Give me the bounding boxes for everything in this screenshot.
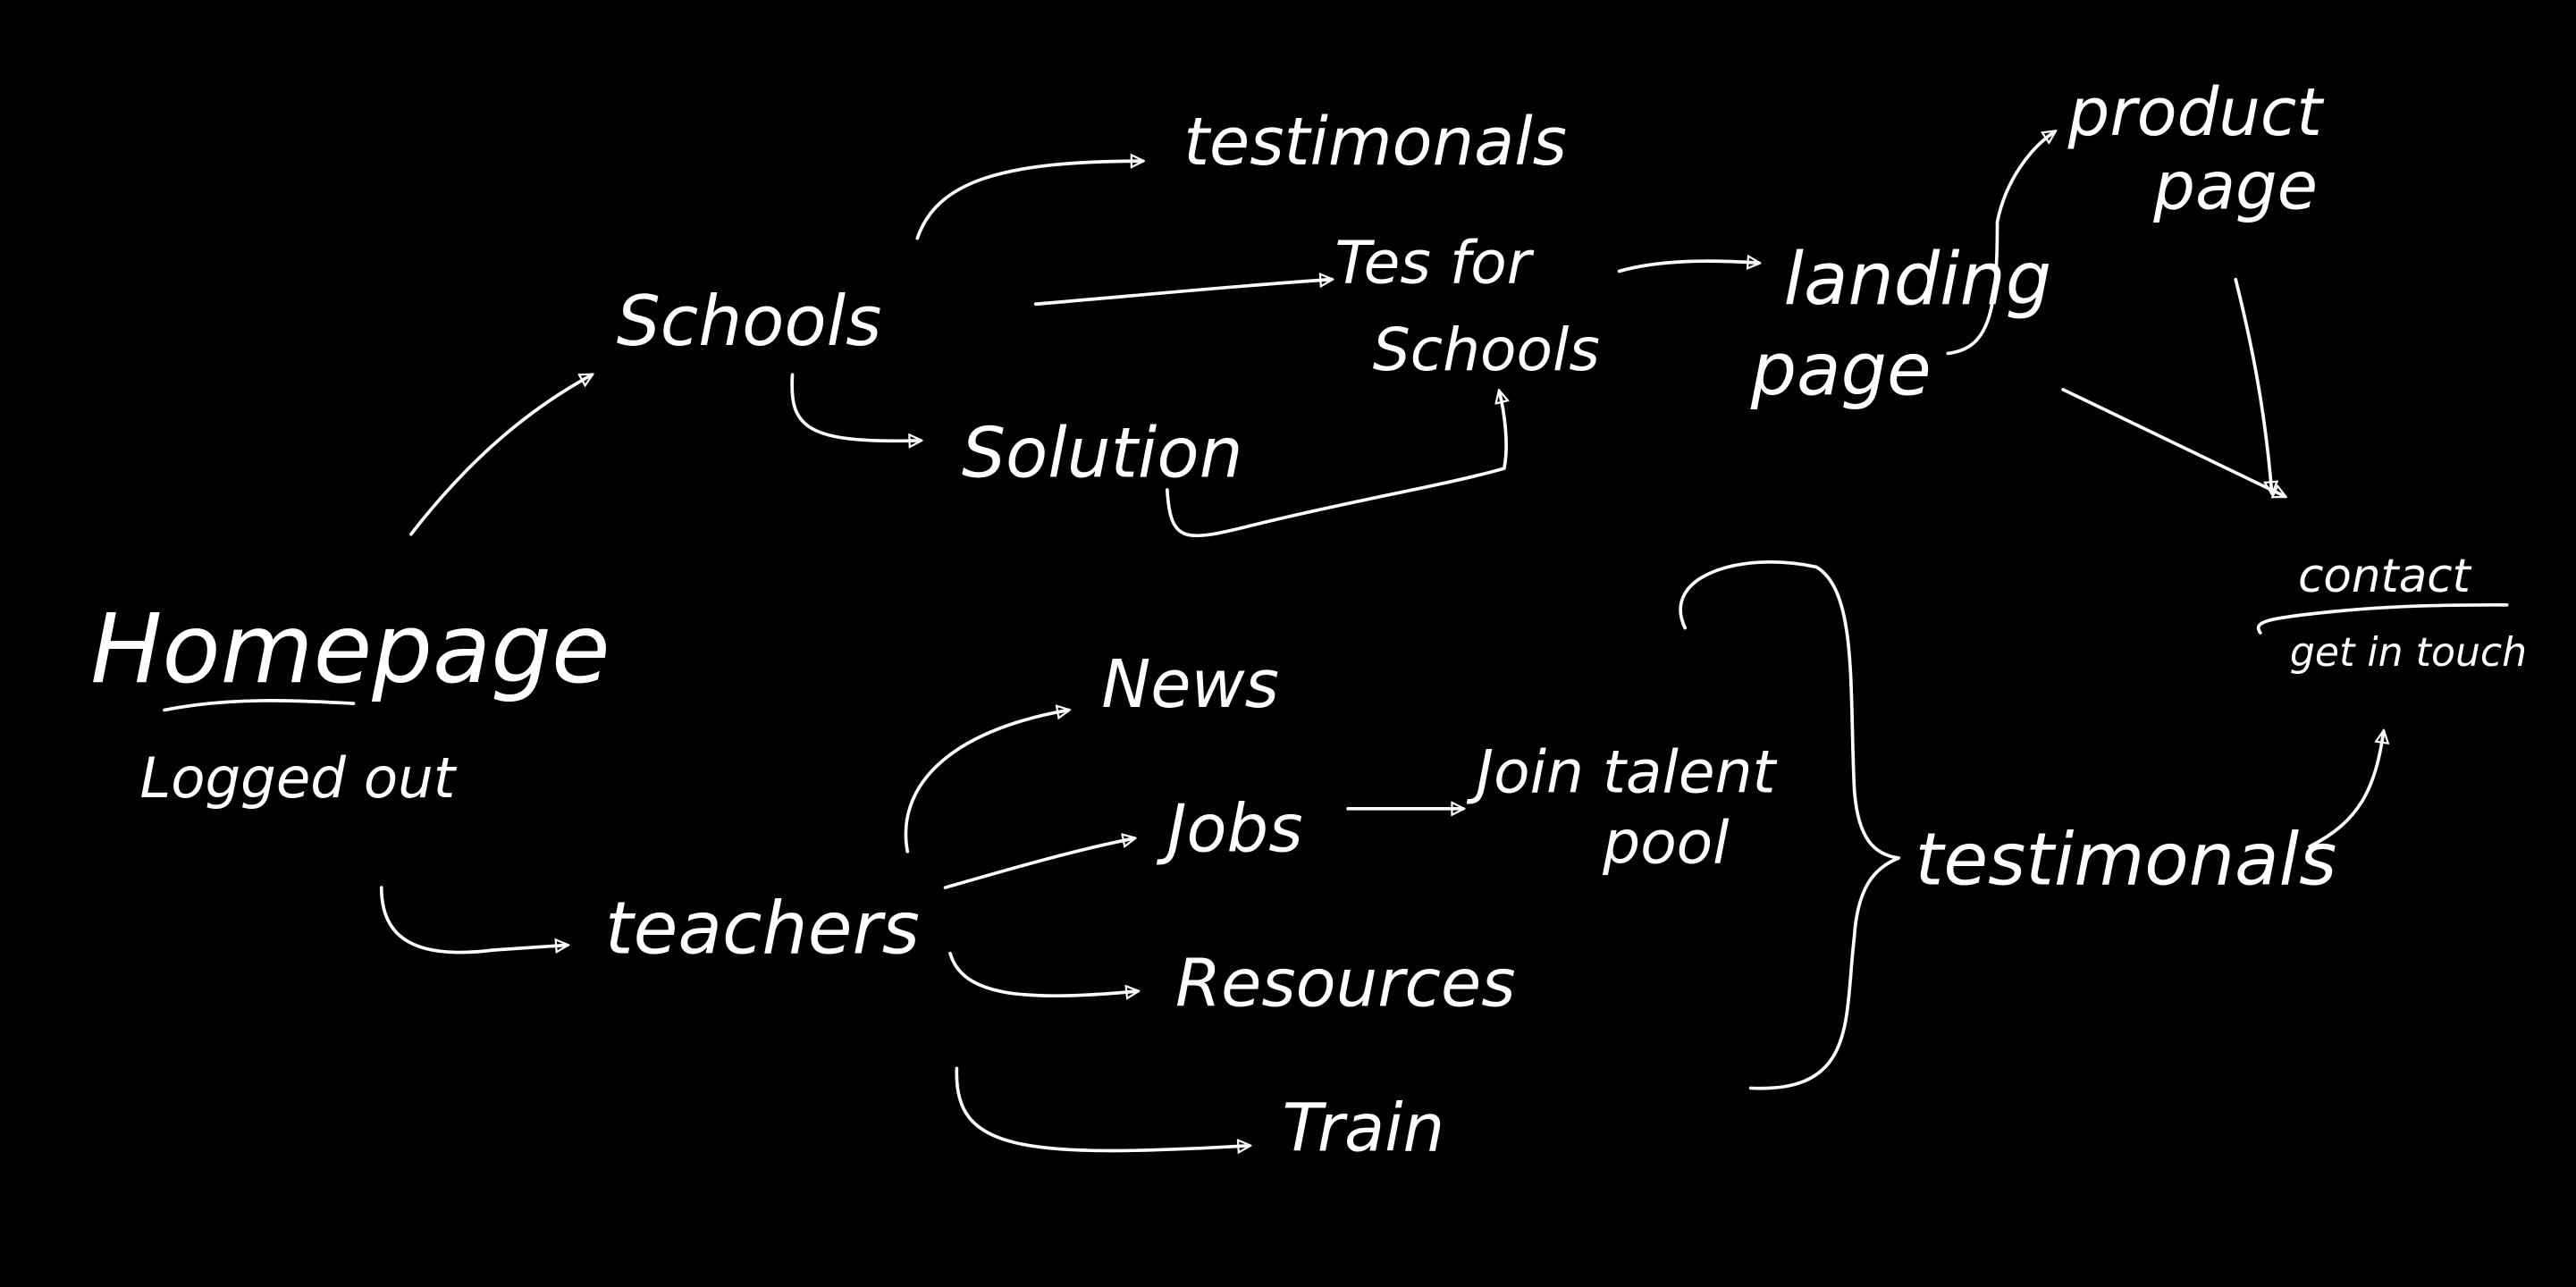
arrow-teachers-train [955,1066,1249,1150]
node-logged-out: Logged out [139,745,457,811]
node-testimonials-bottom: testimonals [1915,818,2337,902]
arrow-homepage-teachers [379,886,568,955]
arrow-teachers-jobs [943,838,1134,889]
node-teachers: teachers [605,887,920,972]
node-join-talent-pool-line1: Join talent [1467,737,1778,806]
arrow-solution-tes [1165,391,1506,538]
node-jobs: Jobs [1156,792,1303,868]
arrow-schools-tes [1033,280,1332,307]
node-contact: contact [2298,550,2471,603]
node-news: News [1101,647,1279,723]
homepage-underline [163,699,356,712]
node-landing-page-line1: landing [1783,238,2051,322]
arrow-tes-landing [1617,261,1759,273]
arrow-homepage-schools [409,374,592,536]
arrow-schools-solution [790,373,921,441]
brace [1679,560,1901,1090]
node-join-talent-pool-line2: pool [1602,809,1730,878]
arrow-product-contact [2234,277,2271,493]
node-solution: Solution [962,413,1243,493]
arrow-teachers-news [904,710,1068,854]
node-product-page-line1: product [2067,75,2326,151]
node-testimonials-top: testimonals [1183,105,1567,181]
arrow-landing-contact [2061,388,2285,497]
arrow-schools-testimonials [915,161,1142,240]
node-train: Train [1283,1090,1445,1166]
node-schools: Schools [617,282,882,362]
node-homepage: Homepage [90,594,610,705]
node-tes-for-schools-line1: Tes for [1334,228,1534,297]
node-tes-for-schools-line2: Schools [1373,315,1600,384]
arrow-teachers-resources [948,951,1138,997]
contact-divider [2256,602,2509,635]
arrow-testimonials-contact [2308,731,2384,848]
node-product-page-line2: page [2152,149,2318,225]
node-landing-page-line2: page [1750,328,1932,412]
arrow-landing-product [1946,131,2055,356]
node-resources: Resources [1175,946,1516,1022]
node-get-in-touch: get in touch [2290,630,2527,676]
